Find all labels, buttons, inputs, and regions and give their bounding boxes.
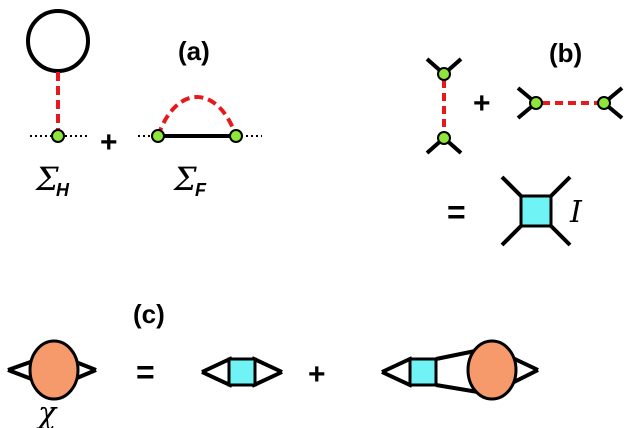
panel-b: (b) + = bbox=[425, 38, 624, 247]
fock-diagram: Σ F bbox=[138, 95, 262, 200]
vertical-vertex-top bbox=[437, 67, 451, 81]
panel-c-label: (c) bbox=[133, 299, 165, 329]
box-leg-top-left bbox=[500, 175, 523, 198]
hartree-vertex bbox=[51, 129, 65, 143]
box-bubble-diagram bbox=[201, 356, 283, 388]
fock-sigma-symbol: Σ bbox=[173, 160, 197, 198]
box-vertex-diagram: I bbox=[500, 175, 583, 247]
fock-subscript: F bbox=[195, 180, 207, 200]
panel-b-equals: = bbox=[447, 194, 466, 230]
panel-a-plus: + bbox=[100, 126, 118, 159]
response-bubble-diagram: χ bbox=[7, 339, 97, 428]
box-leg-bottom-left bbox=[500, 224, 523, 247]
box-bubble-left-legs bbox=[201, 356, 233, 388]
ladder-box-square bbox=[408, 357, 438, 387]
horizontal-vertex-left bbox=[529, 96, 543, 110]
fock-vertex-left bbox=[151, 129, 165, 143]
horizontal-vertex-right bbox=[597, 96, 611, 110]
panel-c-equals: = bbox=[136, 354, 155, 390]
box-leg-top-right bbox=[549, 175, 572, 198]
hartree-loop bbox=[26, 9, 90, 73]
vertical-vertex-bottom bbox=[437, 131, 451, 145]
ladder-chi-bubble bbox=[466, 339, 518, 401]
vertical-interaction-diagram bbox=[425, 57, 463, 155]
fock-interaction-line bbox=[156, 95, 238, 137]
hartree-subscript: H bbox=[56, 180, 70, 200]
chi-symbol: χ bbox=[36, 396, 58, 428]
hartree-diagram: Σ H bbox=[26, 9, 90, 200]
box-vertex-symbol: I bbox=[569, 195, 583, 230]
panel-c-plus: + bbox=[308, 358, 326, 391]
box-bubble-square bbox=[227, 357, 257, 387]
horizontal-interaction-diagram bbox=[516, 86, 624, 120]
box-leg-bottom-right bbox=[549, 224, 572, 247]
box-bubble-right-legs bbox=[251, 356, 283, 388]
box-vertex-square bbox=[519, 194, 553, 228]
panel-b-label: (b) bbox=[549, 38, 582, 68]
hartree-sigma-symbol: Σ bbox=[35, 160, 59, 198]
panel-a-label: (a) bbox=[178, 36, 210, 66]
box-chi-ladder-diagram bbox=[381, 339, 539, 401]
panel-a: (a) Σ H + Σ F bbox=[26, 9, 262, 200]
fock-vertex-right bbox=[229, 129, 243, 143]
panel-b-plus: + bbox=[473, 87, 491, 120]
ladder-left-legs bbox=[381, 356, 413, 388]
chi-bubble bbox=[28, 339, 80, 401]
panel-c: (c) χ = + bbox=[7, 299, 539, 428]
